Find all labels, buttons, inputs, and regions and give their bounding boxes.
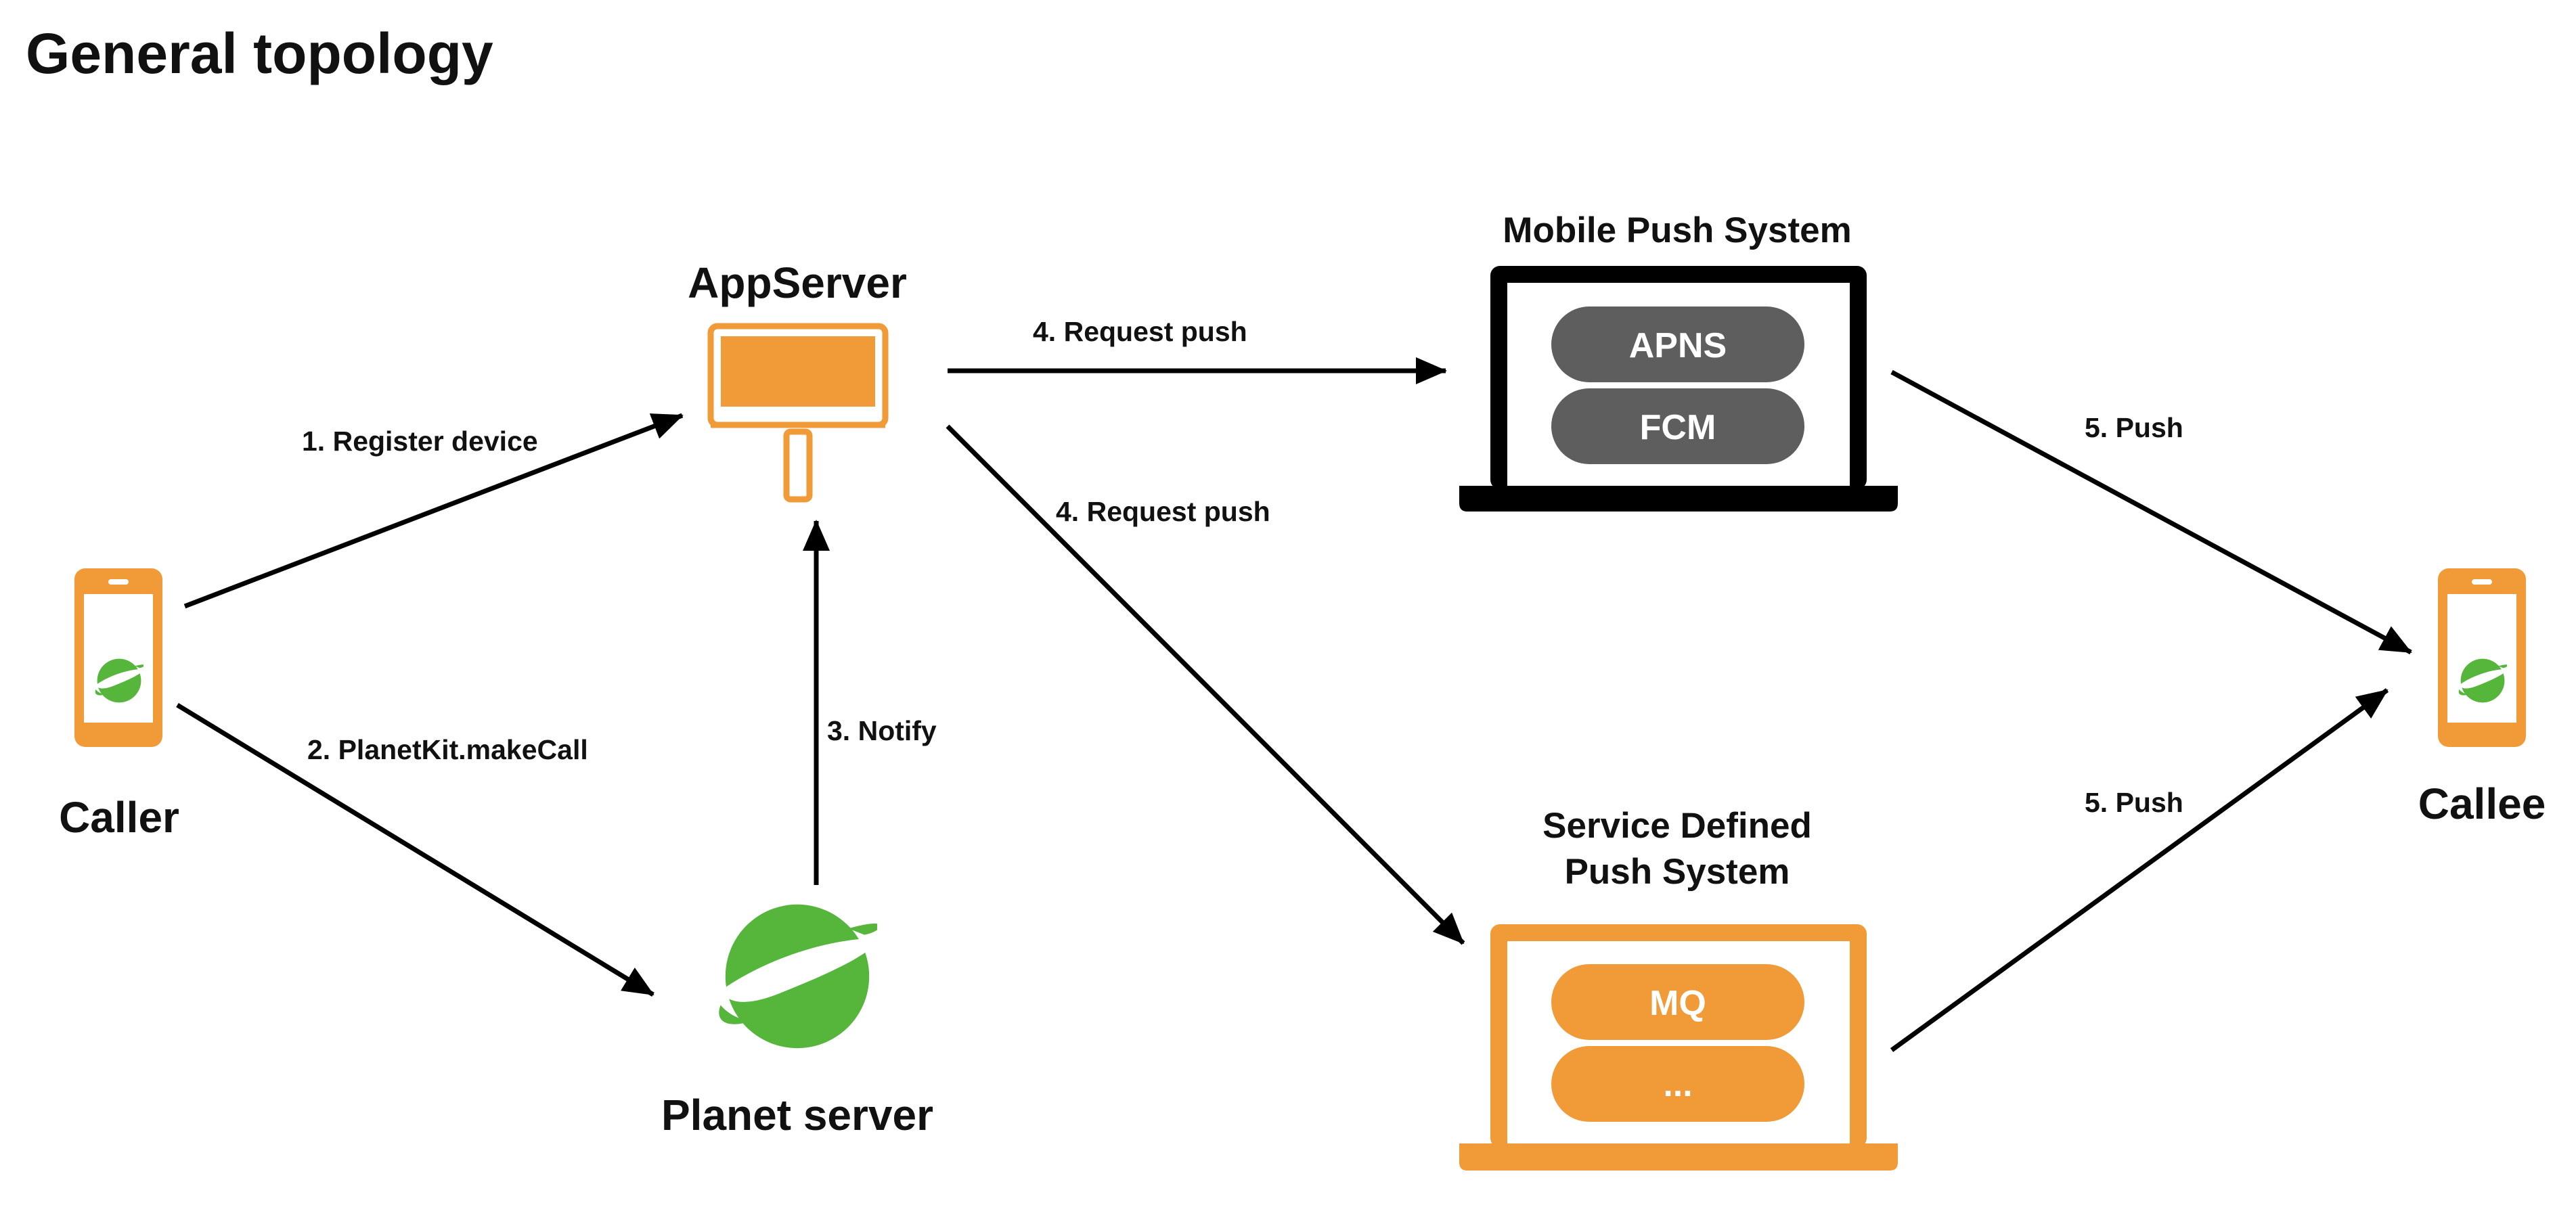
callee-node: Callee <box>2418 568 2546 828</box>
mobile-push-system-label: Mobile Push System <box>1503 210 1851 250</box>
mobile-push-system-node: Mobile Push System APNS FCM <box>1459 210 1898 512</box>
edge-labels: 1. Register device 2. PlanetKit.makeCall… <box>302 316 2183 818</box>
planet-logo-icon <box>719 904 877 1049</box>
callee-smartphone-icon <box>2438 568 2526 747</box>
push-mobile-arrow <box>1890 369 2412 655</box>
notify-label: 3. Notify <box>827 715 937 746</box>
planet-server-label: Planet server <box>661 1091 933 1139</box>
caller-smartphone-icon <box>74 568 162 747</box>
callee-label: Callee <box>2418 779 2546 828</box>
make-call-label: 2. PlanetKit.makeCall <box>307 734 588 765</box>
service-push-system-label-line1: Service Defined <box>1542 806 1812 846</box>
fcm-item-label: FCM <box>1640 408 1716 447</box>
page-title: General topology <box>26 22 493 85</box>
push-service-label: 5. Push <box>2085 787 2183 818</box>
request-push-service-arrow <box>946 424 1465 945</box>
request-push-mobile-label: 4. Request push <box>1033 316 1247 347</box>
register-device-label: 1. Register device <box>302 426 538 457</box>
push-service-arrow <box>1890 688 2389 1052</box>
ellipsis-item: ... <box>1551 1046 1804 1122</box>
apns-item: APNS <box>1551 306 1804 382</box>
billboard-server-icon <box>707 323 889 503</box>
mq-item-label: MQ <box>1649 984 1706 1023</box>
ellipsis-item-label: ... <box>1663 1065 1692 1104</box>
mq-item: MQ <box>1551 964 1804 1040</box>
service-push-system-node: Service Defined Push System MQ ... <box>1459 806 1898 1171</box>
edges <box>176 357 2412 1052</box>
caller-node: Caller <box>59 568 179 842</box>
app-server-node: AppServer <box>688 258 907 503</box>
push-mobile-label: 5. Push <box>2085 412 2183 443</box>
planet-server-node: Planet server <box>661 904 933 1139</box>
fcm-item: FCM <box>1551 388 1804 464</box>
caller-label: Caller <box>59 793 179 842</box>
register-device-arrow <box>183 413 684 609</box>
request-push-service-label: 4. Request push <box>1056 496 1270 527</box>
app-server-label: AppServer <box>688 258 907 307</box>
apns-item-label: APNS <box>1629 326 1727 365</box>
service-push-system-label-line2: Push System <box>1565 852 1790 892</box>
make-call-arrow <box>176 703 654 997</box>
